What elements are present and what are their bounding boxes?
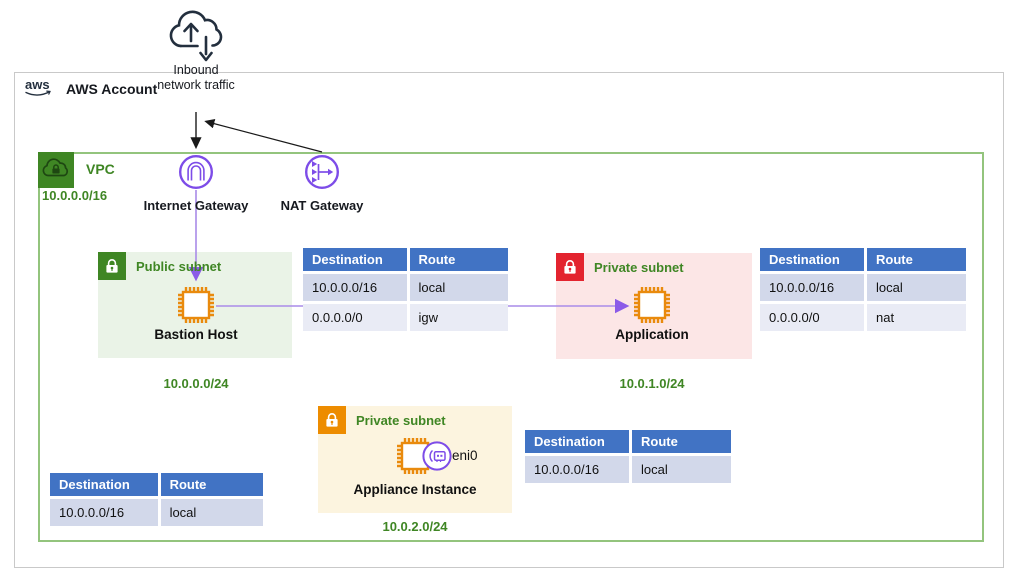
- bastion-host-label: Bastion Host: [154, 327, 238, 342]
- application-icon: [634, 287, 670, 323]
- aws-logo-icon: aws: [25, 77, 51, 96]
- nat-gateway-icon: [304, 154, 340, 190]
- eni-label: eni0: [452, 448, 478, 463]
- route-table-cell: 10.0.0.0/16: [303, 274, 407, 301]
- route-table-cell: 10.0.0.0/16: [760, 274, 865, 301]
- eni-icon: [422, 441, 452, 471]
- application-label: Application: [615, 327, 689, 342]
- route-table-cell: 10.0.0.0/16: [525, 456, 630, 483]
- vpc-cidr: 10.0.0.0/16: [42, 188, 108, 203]
- vpc-label: VPC: [86, 161, 115, 177]
- private-subnet-app-icon: [556, 253, 584, 281]
- private-subnet-appliance-icon: [318, 406, 346, 434]
- route-table-cell: 0.0.0.0/0: [760, 304, 865, 331]
- nat-gateway-label: NAT Gateway: [280, 198, 364, 213]
- svg-text:aws: aws: [25, 77, 50, 92]
- private-subnet-appliance-cidr: 10.0.2.0/24: [382, 519, 448, 534]
- private-subnet-app-label: Private subnet: [594, 260, 684, 275]
- route-table-header-cell: Route: [409, 248, 508, 271]
- route-table-header-cell: Destination: [525, 430, 630, 453]
- private-subnet-app-cidr: 10.0.1.0/24: [619, 376, 685, 391]
- route-table-cell: local: [409, 274, 508, 301]
- route-table-header-cell: Route: [160, 473, 263, 496]
- internet-gateway-icon: [178, 154, 214, 190]
- public-subnet-icon: [98, 252, 126, 280]
- private-subnet-appliance-label: Private subnet: [356, 413, 446, 428]
- route-table-header-cell: Destination: [303, 248, 407, 271]
- inbound-traffic-label: Inbound network traffic: [157, 63, 235, 92]
- route-table-cell: 0.0.0.0/0: [303, 304, 407, 331]
- internet-cloud-icon: [169, 10, 223, 62]
- vpc-icon: [38, 152, 74, 188]
- route-table-header-cell: Destination: [50, 473, 158, 496]
- route-table-header-cell: Route: [632, 430, 731, 453]
- route-table-cell: igw: [409, 304, 508, 331]
- bastion-host-icon: [178, 287, 214, 323]
- route-table-cell: local: [160, 499, 263, 526]
- public-subnet-label: Public subnet: [136, 259, 222, 274]
- appliance-instance-label: Appliance Instance: [353, 482, 477, 497]
- aws-account-label: AWS Account: [66, 81, 158, 97]
- route-table-cell: nat: [867, 304, 966, 331]
- public-subnet-cidr: 10.0.0.0/24: [163, 376, 229, 391]
- route-table-cell: local: [867, 274, 966, 301]
- route-table-header-cell: Route: [867, 248, 966, 271]
- route-table-cell: local: [632, 456, 731, 483]
- route-table-cell: 10.0.0.0/16: [50, 499, 158, 526]
- route-table-header-cell: Destination: [760, 248, 865, 271]
